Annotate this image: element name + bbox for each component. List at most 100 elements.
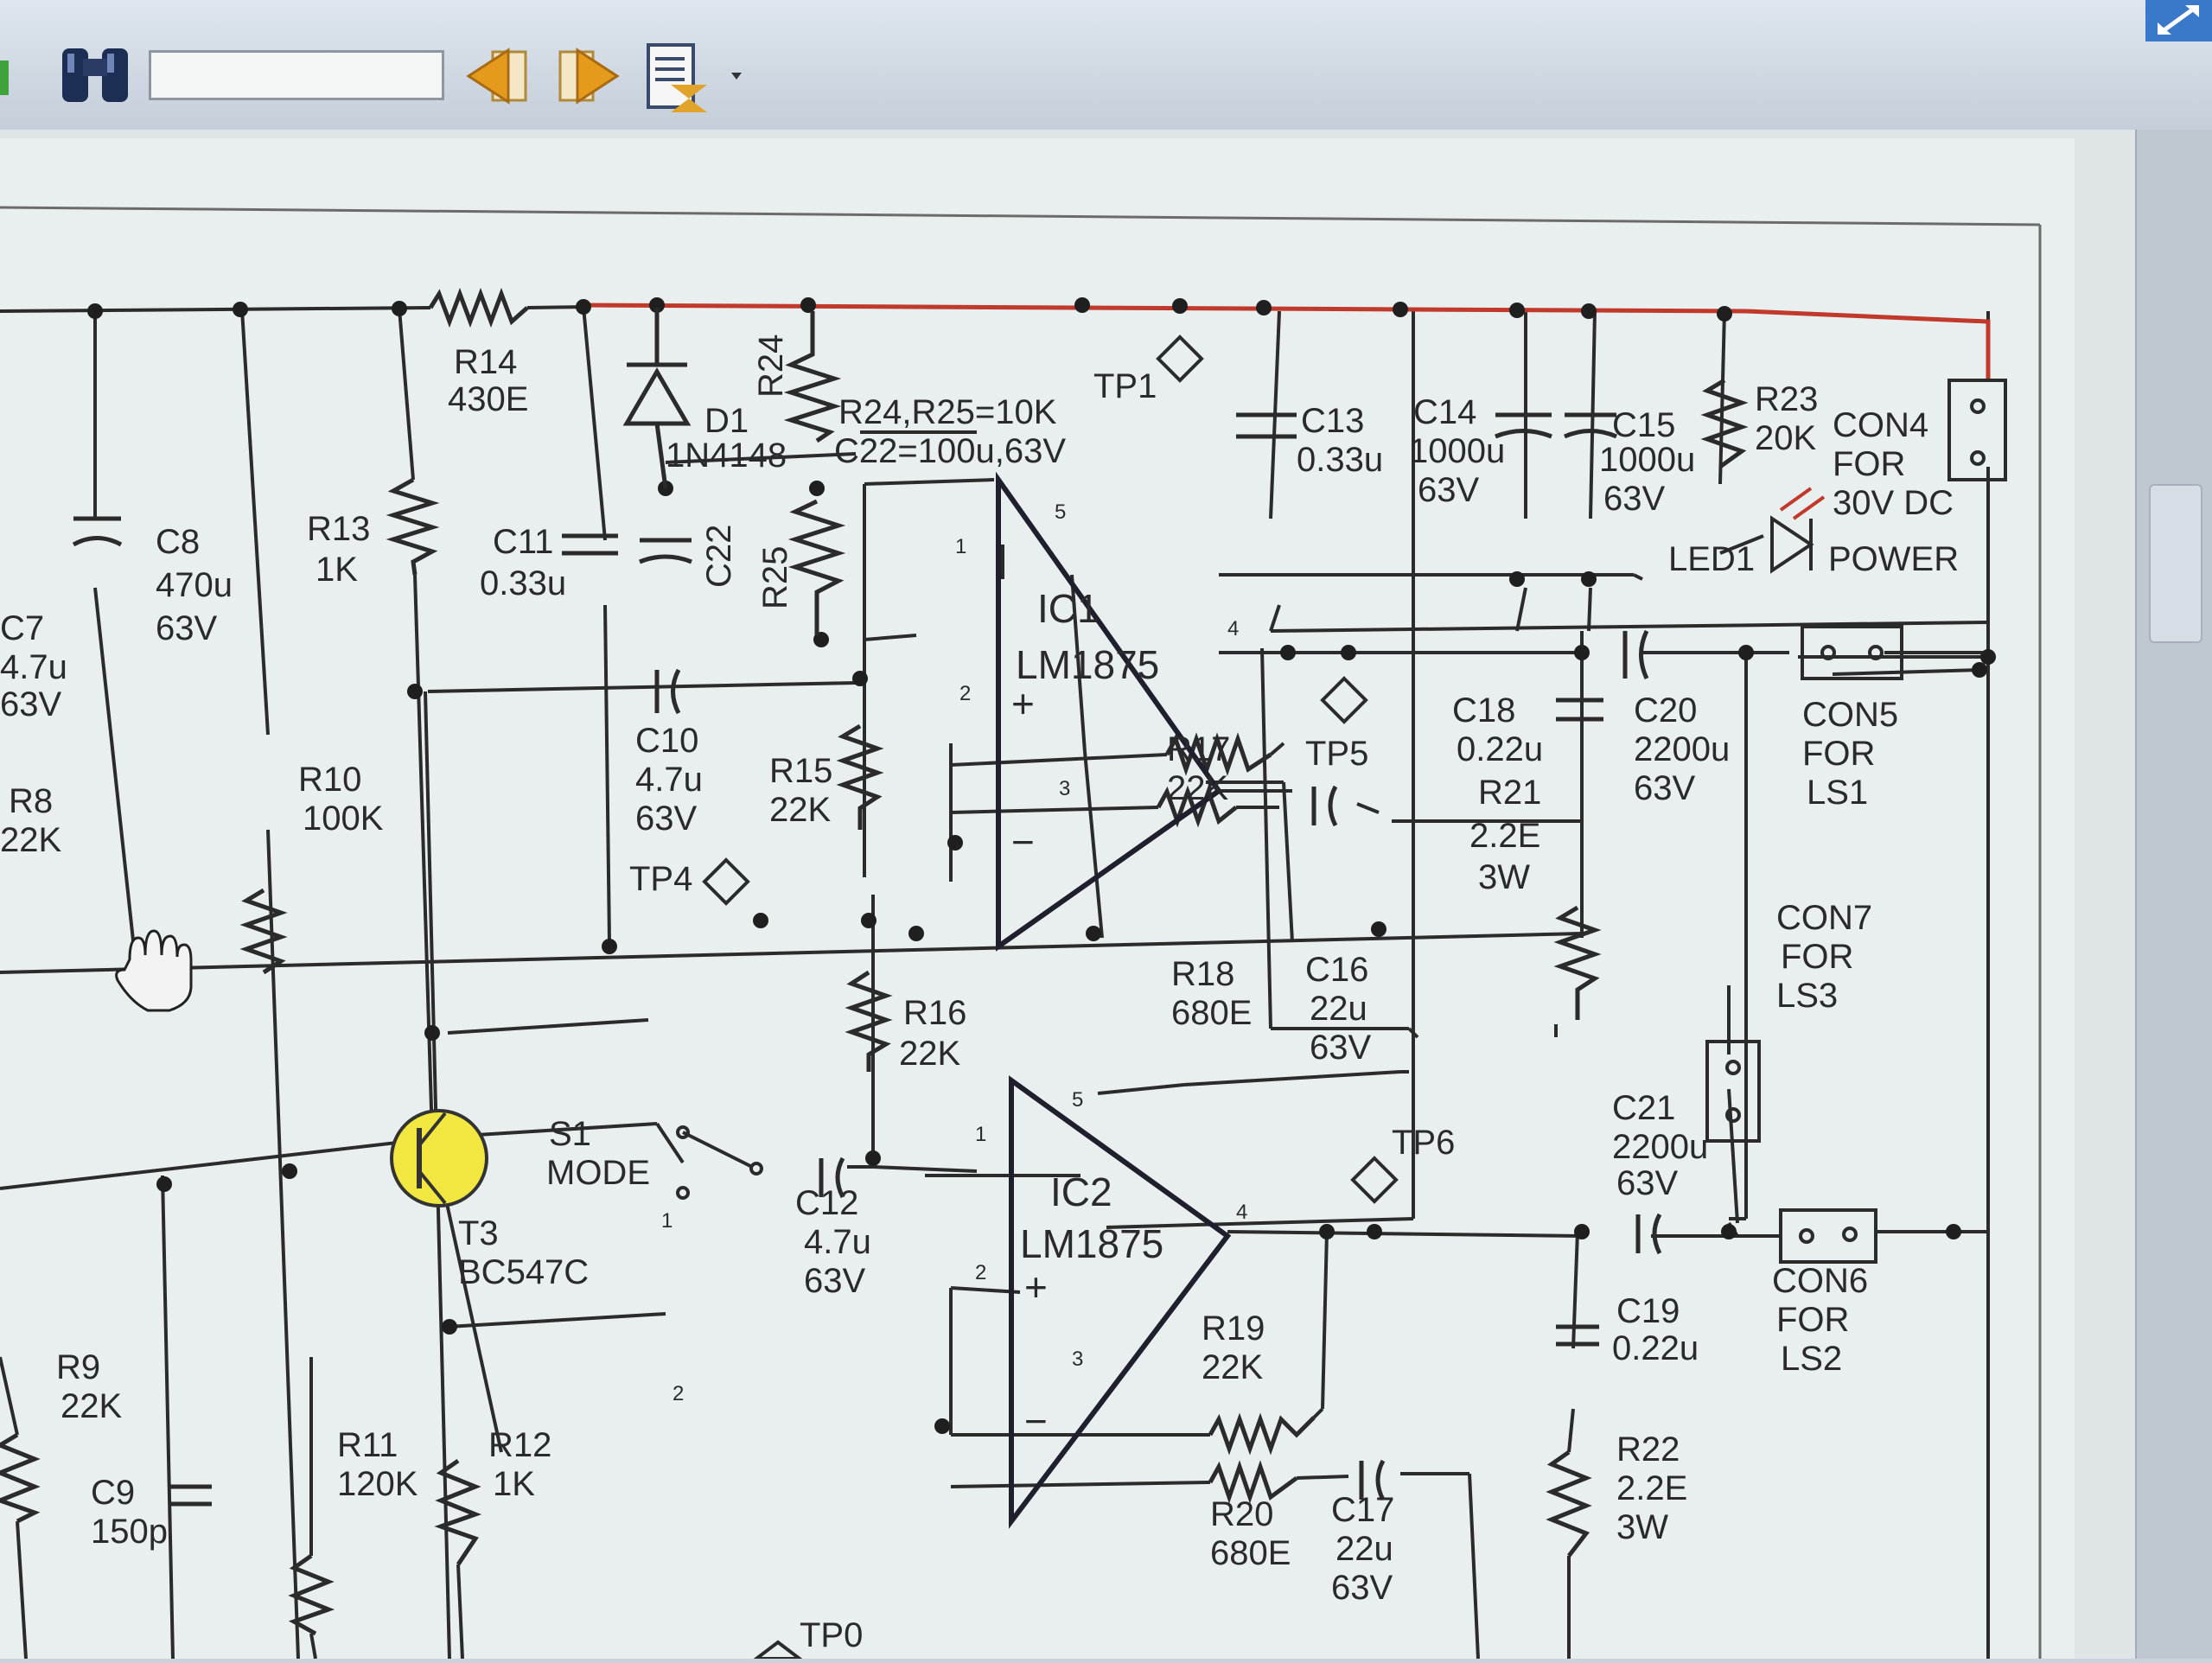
connector-con7 bbox=[1705, 1040, 1761, 1143]
label-c9-value: 150p bbox=[91, 1513, 168, 1551]
label-r18: R18 bbox=[1171, 955, 1234, 993]
ic1-pin-4: 4 bbox=[1227, 617, 1239, 640]
label-r11: R11 bbox=[337, 1426, 398, 1464]
label-d1: D1 bbox=[704, 402, 749, 440]
resistor-r25 bbox=[787, 499, 846, 635]
label-c11: C11 bbox=[493, 523, 553, 561]
label-r13-value: 1K bbox=[316, 551, 358, 589]
label-led1: LED1 bbox=[1668, 540, 1755, 578]
schematic-labels: R14 430E D1 1N4148 R24 R24,R25=10K C22=1… bbox=[0, 335, 1959, 1654]
capacitor-c22 bbox=[639, 538, 692, 564]
label-r21-watt: 3W bbox=[1478, 858, 1530, 896]
capacitor-c18 bbox=[1556, 698, 1603, 722]
test-point-tp4 bbox=[702, 857, 750, 906]
label-r9: R9 bbox=[56, 1348, 100, 1386]
label-r24-note: R24,R25=10K bbox=[838, 393, 1057, 431]
transistor-t3 bbox=[390, 1109, 488, 1207]
label-r22: R22 bbox=[1616, 1430, 1680, 1469]
label-con7-desc: LS3 bbox=[1776, 977, 1838, 1015]
resistor-r24 bbox=[783, 311, 842, 443]
resistor-r21 bbox=[1553, 905, 1602, 1020]
pdf-viewer-toolbar bbox=[0, 0, 2212, 131]
label-con6-for: FOR bbox=[1776, 1301, 1849, 1339]
green-edge-icon bbox=[0, 61, 9, 95]
label-power: POWER bbox=[1828, 540, 1959, 578]
label-r19-value: 22K bbox=[1202, 1348, 1263, 1386]
label-r23: R23 bbox=[1755, 380, 1818, 418]
label-con7: CON7 bbox=[1776, 899, 1872, 937]
resistor-r15 bbox=[836, 723, 884, 830]
resistor-r11 bbox=[288, 1553, 335, 1636]
label-r25: R25 bbox=[756, 546, 794, 609]
capacitor-c16 bbox=[1311, 785, 1338, 827]
ic1-op-amp bbox=[996, 471, 1223, 952]
ic2-pin-1: 1 bbox=[975, 1123, 986, 1146]
capacitor-c15 bbox=[1564, 412, 1617, 439]
label-c20: C20 bbox=[1634, 691, 1697, 730]
ic1-pin-1: 1 bbox=[955, 535, 966, 558]
binoculars-icon[interactable] bbox=[57, 43, 135, 107]
label-r13: R13 bbox=[307, 510, 370, 548]
ic2-pin-5: 5 bbox=[1072, 1088, 1083, 1112]
ic2-op-amp bbox=[1009, 1075, 1232, 1529]
label-c12-value: 4.7u bbox=[804, 1223, 871, 1261]
connectors bbox=[1705, 379, 2007, 1264]
label-c18: C18 bbox=[1452, 691, 1515, 730]
label-c15-voltage: 63V bbox=[1603, 480, 1665, 518]
ic1-pin-5: 5 bbox=[1055, 500, 1066, 524]
test-points bbox=[702, 335, 1399, 1660]
label-d1-value: 1N4148 bbox=[666, 436, 787, 475]
label-ic2-part: LM1875 bbox=[1020, 1221, 1163, 1266]
label-s1-mode: MODE bbox=[546, 1154, 650, 1192]
scrollbar-thumb[interactable] bbox=[2149, 484, 2202, 643]
next-page-icon[interactable] bbox=[553, 43, 622, 109]
capacitor-c13 bbox=[1236, 412, 1297, 439]
label-r20: R20 bbox=[1210, 1495, 1273, 1533]
label-s1: S1 bbox=[549, 1115, 591, 1153]
label-r15-value: 22K bbox=[769, 791, 831, 829]
s1-pin-1: 1 bbox=[661, 1209, 673, 1233]
label-ic1-part: LM1875 bbox=[1016, 642, 1159, 687]
find-input[interactable] bbox=[149, 50, 444, 100]
capacitor-c9 bbox=[169, 1484, 212, 1507]
supply-rail bbox=[580, 303, 1991, 380]
label-c17: C17 bbox=[1331, 1491, 1394, 1529]
test-point-tp6 bbox=[1350, 1156, 1399, 1204]
label-c16: C16 bbox=[1305, 951, 1368, 989]
label-c8-value: 470u bbox=[156, 566, 233, 604]
label-c22-note: C22=100u,63V bbox=[834, 432, 1066, 470]
label-tp0: TP0 bbox=[800, 1616, 863, 1654]
resistor-r14 bbox=[428, 287, 529, 328]
label-r9-value: 22K bbox=[61, 1387, 122, 1425]
document-view-menu-icon[interactable] bbox=[645, 41, 749, 114]
expand-window-icon[interactable] bbox=[2145, 0, 2212, 41]
label-c14-value: 1000u bbox=[1409, 432, 1505, 470]
label-r16: R16 bbox=[903, 994, 966, 1032]
label-c17-value: 22u bbox=[1335, 1530, 1393, 1568]
label-r21: R21 bbox=[1478, 774, 1541, 812]
label-c7: C7 bbox=[0, 609, 44, 647]
label-c16-value: 22u bbox=[1310, 990, 1367, 1028]
label-r14: R14 bbox=[454, 343, 517, 381]
resistor-r22 bbox=[1546, 1450, 1592, 1558]
resistor-r23 bbox=[1700, 378, 1749, 469]
label-ic2: IC2 bbox=[1050, 1169, 1112, 1214]
label-c22: C22 bbox=[700, 525, 738, 588]
hand-cursor-icon bbox=[115, 929, 193, 1012]
label-tp5: TP5 bbox=[1305, 735, 1368, 773]
vertical-scrollbar[interactable] bbox=[2135, 130, 2212, 1659]
ic1-minus-sign: − bbox=[1011, 819, 1035, 864]
label-c12-voltage: 63V bbox=[804, 1262, 865, 1300]
led1-icon bbox=[1770, 487, 1826, 574]
ic2-minus-sign: − bbox=[1024, 1399, 1048, 1443]
label-c21-voltage: 63V bbox=[1616, 1164, 1678, 1202]
previous-page-icon[interactable] bbox=[463, 43, 532, 109]
label-r21-value: 2.2E bbox=[1469, 817, 1540, 855]
label-r24: R24 bbox=[752, 335, 790, 398]
label-c15: C15 bbox=[1612, 406, 1675, 444]
label-c19-value: 0.22u bbox=[1612, 1329, 1699, 1367]
resistor-r12 bbox=[434, 1458, 482, 1566]
capacitor-c10 bbox=[654, 668, 681, 715]
label-c20-value: 2200u bbox=[1634, 730, 1730, 768]
label-c14: C14 bbox=[1413, 393, 1476, 431]
